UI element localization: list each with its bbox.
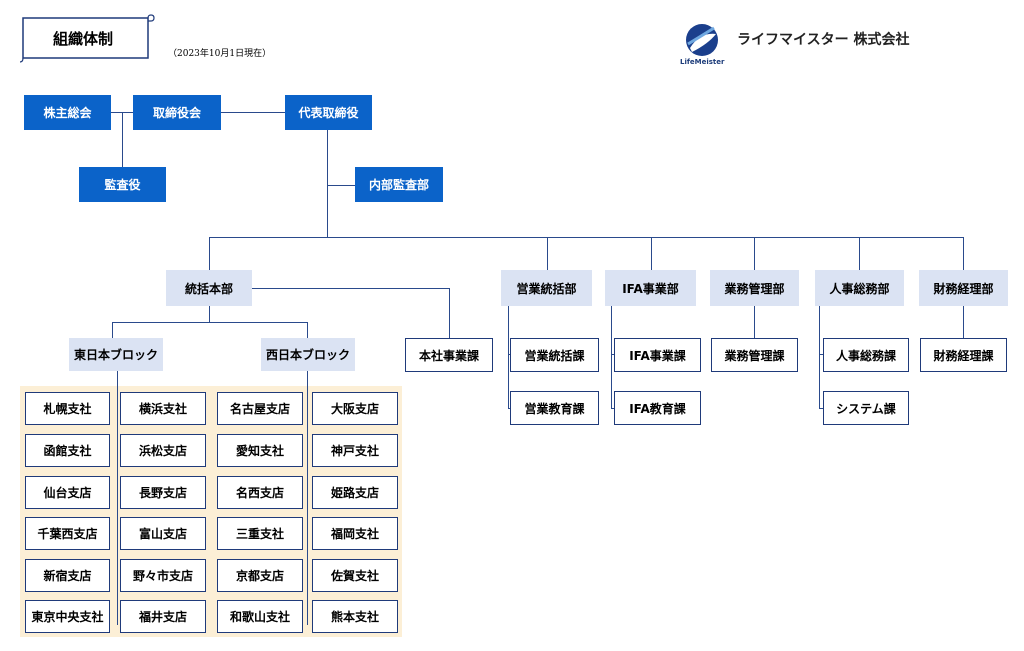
shareholders-meeting-box[interactable]: 株主総会 (24, 95, 111, 130)
east-branch-item[interactable]: 富山支店 (120, 517, 206, 550)
west-branch-item[interactable]: 三重支社 (217, 517, 303, 550)
connector (209, 237, 964, 238)
connector (963, 306, 964, 338)
west-branch-item[interactable]: 京都支店 (217, 559, 303, 592)
connector (819, 306, 820, 408)
system-section-box[interactable]: システム課 (823, 391, 909, 425)
connector (611, 408, 616, 409)
operations-section-box[interactable]: 業務管理課 (711, 338, 798, 372)
finance-section-box[interactable]: 財務経理課 (920, 338, 1007, 372)
ifa-dept-box[interactable]: IFA事業部 (605, 270, 696, 306)
connector (651, 237, 652, 270)
sales-education-section-box[interactable]: 営業教育課 (510, 391, 599, 425)
west-branch-item[interactable]: 名西支店 (217, 476, 303, 509)
connector (112, 322, 113, 338)
internal-audit-box[interactable]: 内部監査部 (355, 167, 443, 202)
sales-general-section-box[interactable]: 営業統括課 (510, 338, 599, 372)
connector (754, 306, 755, 338)
finance-dept-box[interactable]: 財務経理部 (919, 270, 1008, 306)
connector (327, 130, 328, 237)
general-hq-box[interactable]: 統括本部 (166, 270, 252, 306)
east-branch-item[interactable]: 長野支店 (120, 476, 206, 509)
connector (611, 354, 616, 355)
hr-general-dept-box[interactable]: 人事総務部 (815, 270, 904, 306)
east-japan-block-box[interactable]: 東日本ブロック (69, 338, 163, 371)
east-branch-item[interactable]: 横浜支社 (120, 392, 206, 425)
operations-dept-box[interactable]: 業務管理部 (710, 270, 799, 306)
west-branch-item[interactable]: 姫路支店 (312, 476, 398, 509)
hq-business-section-box[interactable]: 本社事業課 (405, 338, 493, 372)
connector (307, 322, 308, 338)
hr-general-section-box[interactable]: 人事総務課 (823, 338, 909, 372)
west-branch-item[interactable]: 熊本支社 (312, 600, 398, 633)
lifemeister-logo-icon (686, 24, 718, 56)
connector (963, 237, 964, 270)
connector (508, 306, 509, 408)
auditor-box[interactable]: 監査役 (79, 167, 166, 202)
west-branch-item[interactable]: 愛知支社 (217, 434, 303, 467)
connector (547, 237, 548, 270)
connector (117, 370, 118, 625)
west-branch-item[interactable]: 神戸支社 (312, 434, 398, 467)
east-branch-item[interactable]: 東京中央支社 (25, 600, 110, 633)
as-of-date: （2023年10月1日現在） (168, 49, 272, 59)
company-name: ライフマイスター 株式会社 (737, 32, 910, 48)
connector (819, 408, 824, 409)
page-title: 組織体制 (52, 29, 113, 48)
east-branch-item[interactable]: 野々市支店 (120, 559, 206, 592)
east-branch-item[interactable]: 浜松支店 (120, 434, 206, 467)
title-scroll-frame (20, 14, 155, 63)
connector (209, 306, 210, 322)
logo-wordmark: LifeMeister (680, 58, 725, 66)
connector (327, 185, 355, 186)
west-branch-item[interactable]: 佐賀支社 (312, 559, 398, 592)
west-branch-item[interactable]: 名古屋支店 (217, 392, 303, 425)
sales-general-dept-box[interactable]: 営業統括部 (501, 270, 592, 306)
west-branch-item[interactable]: 福岡支社 (312, 517, 398, 550)
connector (122, 112, 123, 168)
east-branch-item[interactable]: 新宿支店 (25, 559, 110, 592)
board-of-directors-box[interactable]: 取締役会 (133, 95, 221, 130)
east-branch-item[interactable]: 千葉西支店 (25, 517, 110, 550)
ifa-business-section-box[interactable]: IFA事業課 (614, 338, 701, 372)
east-branch-item[interactable]: 仙台支店 (25, 476, 110, 509)
connector (112, 322, 307, 323)
connector (754, 237, 755, 270)
connector (819, 354, 824, 355)
connector (449, 288, 450, 338)
ceo-box[interactable]: 代表取締役 (285, 95, 372, 130)
ifa-education-section-box[interactable]: IFA教育課 (614, 391, 701, 425)
east-branch-item[interactable]: 函館支社 (25, 434, 110, 467)
connector (307, 370, 308, 625)
east-branch-panel (20, 386, 212, 637)
west-japan-block-box[interactable]: 西日本ブロック (261, 338, 355, 371)
west-branch-item[interactable]: 和歌山支社 (217, 600, 303, 633)
east-branch-item[interactable]: 札幌支社 (25, 392, 110, 425)
west-branch-item[interactable]: 大阪支店 (312, 392, 398, 425)
connector (209, 237, 210, 270)
connector (859, 237, 860, 270)
east-branch-item[interactable]: 福井支店 (120, 600, 206, 633)
connector (611, 306, 612, 408)
connector (251, 288, 449, 289)
